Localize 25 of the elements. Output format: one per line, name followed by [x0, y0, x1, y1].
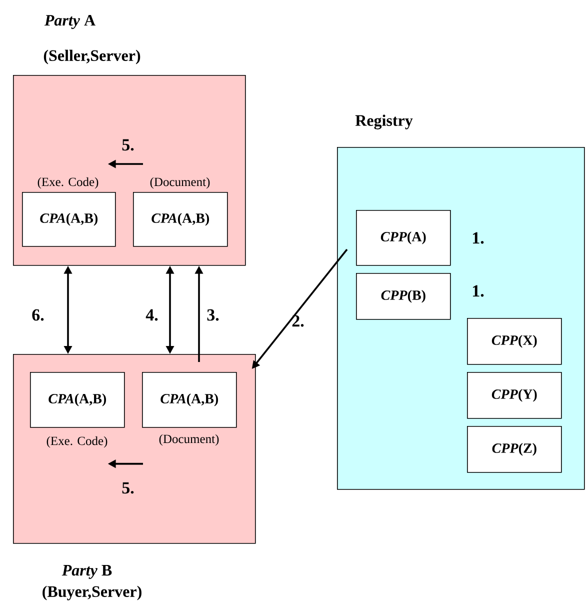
node-label: Party B	[62, 565, 112, 579]
document-box: CPP(X)	[467, 318, 562, 365]
document-box: CPA(A,B)	[133, 192, 228, 247]
node-label: (Buyer,Server)	[42, 586, 142, 600]
document-box: CPA(A,B)	[22, 192, 116, 247]
step-label: 1.	[473, 232, 484, 244]
document-box: CPP(Z)	[467, 426, 562, 473]
edge-label: 3.	[207, 309, 219, 321]
document-box: CPP(B)	[356, 273, 451, 320]
node-label: Registry	[355, 114, 413, 130]
document-box: CPA(A,B)	[142, 372, 237, 428]
node-label: Party A	[44, 15, 96, 30]
document-box: CPP(A)	[356, 210, 451, 266]
box-caption: (Exe. Code)	[38, 177, 98, 189]
box-caption: (Exe. Code)	[46, 436, 108, 448]
step-label: 1.	[473, 285, 484, 297]
edge-label: 4.	[146, 309, 158, 321]
edge-label: 5.	[122, 139, 134, 151]
box-caption: (Document)	[150, 177, 210, 189]
box-caption: (Document)	[159, 434, 219, 446]
edge-label: 6.	[32, 309, 44, 321]
edge-label: 5.	[122, 482, 134, 494]
node-label: (Seller,Server)	[44, 50, 140, 64]
document-box: CPP(Y)	[467, 372, 562, 419]
document-box: CPA(A,B)	[30, 372, 125, 428]
